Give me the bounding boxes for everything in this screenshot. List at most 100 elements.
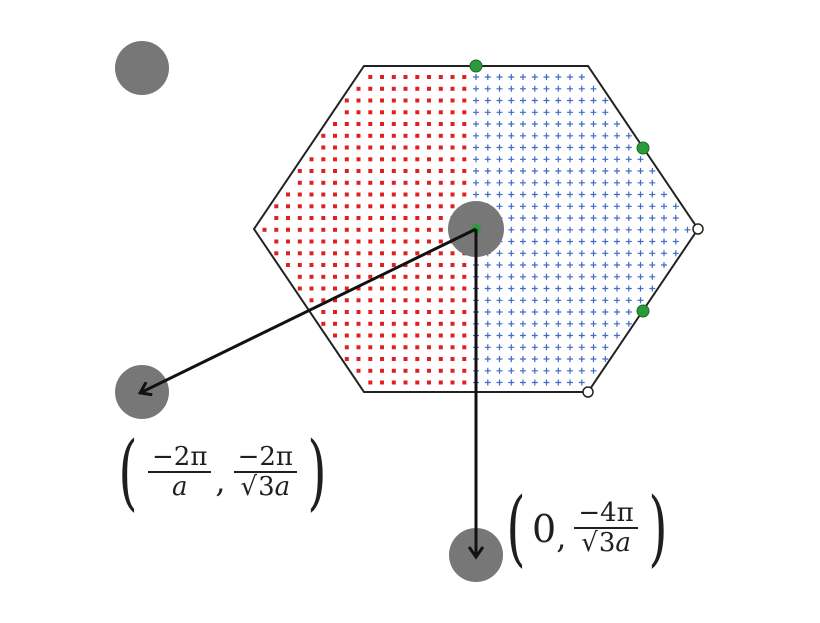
blue-plus-mark (484, 191, 491, 198)
red-dot (344, 204, 349, 209)
blue-plus-mark (473, 85, 479, 92)
blue-plus-mark (649, 203, 656, 210)
blue-plus-mark (614, 297, 620, 304)
red-dot (450, 86, 455, 91)
blue-plus-mark (543, 356, 550, 362)
blue-plus-mark (625, 238, 632, 245)
blue-plus-mark (578, 262, 585, 268)
red-dot (427, 333, 431, 338)
blue-plus-mark (496, 203, 503, 210)
blue-plus-mark (496, 121, 503, 127)
blue-plus-mark (484, 132, 491, 139)
blue-plus-mark (578, 85, 585, 92)
blue-plus-mark (649, 238, 656, 245)
bottom-y-numerator: −4π (574, 499, 638, 530)
blue-plus-mark (520, 297, 526, 304)
red-dot (391, 274, 396, 279)
red-dot (391, 239, 396, 244)
red-dot (321, 251, 326, 256)
open-point-right (692, 223, 704, 235)
blue-plus-mark (567, 262, 573, 268)
blue-plus-mark (590, 156, 597, 163)
blue-plus-mark (555, 85, 562, 92)
red-dot (309, 180, 314, 185)
red-dot (438, 169, 443, 173)
red-dot (309, 157, 314, 162)
left-vector-label: ( −2π a , −2π √3a ) (112, 432, 333, 514)
red-dot (403, 122, 408, 126)
red-dot (450, 286, 455, 291)
blue-plus-mark (508, 344, 515, 351)
red-dot (380, 251, 384, 256)
blue-plus-mark (531, 332, 538, 339)
blue-plus-mark (590, 332, 597, 339)
red-dot (333, 286, 337, 291)
blue-plus-mark (484, 344, 491, 351)
blue-plus-mark (484, 356, 491, 362)
red-dot (415, 251, 420, 256)
blue-plus-mark (602, 109, 609, 116)
blue-plus-mark (602, 226, 609, 233)
red-dot (438, 98, 443, 103)
left-open-paren: ( (118, 425, 138, 520)
blue-plus-mark (602, 238, 609, 245)
blue-plus-mark (496, 250, 503, 257)
red-dot (427, 274, 431, 279)
left-comma: , (215, 462, 226, 500)
red-dot (356, 310, 361, 314)
blue-plus-mark (508, 74, 515, 80)
red-dot (380, 204, 384, 209)
red-dot (321, 239, 326, 244)
blue-plus-mark (590, 226, 597, 233)
red-dot (356, 133, 361, 138)
blue-plus-mark (555, 297, 562, 304)
red-dot (368, 110, 373, 115)
red-dot (391, 192, 396, 197)
blue-plus-mark (531, 238, 538, 245)
blue-plus-mark (484, 297, 491, 304)
blue-plus-mark (567, 285, 573, 292)
blue-plus-mark (484, 121, 491, 127)
red-dot (438, 239, 443, 244)
blue-plus-mark (590, 132, 597, 139)
blue-plus-mark (661, 250, 667, 257)
blue-plus-mark (484, 320, 491, 327)
red-dot (356, 98, 361, 103)
red-dot (333, 251, 337, 256)
red-dot (403, 310, 408, 314)
red-dot (391, 251, 396, 256)
red-dot (450, 263, 455, 267)
red-dot (356, 239, 361, 244)
red-dot (450, 98, 455, 103)
red-dot (415, 310, 420, 314)
blue-plus-mark (496, 332, 503, 339)
blue-plus-mark (543, 74, 550, 80)
blue-plus-mark (555, 226, 562, 233)
red-dot (403, 357, 408, 361)
red-dot (380, 145, 384, 150)
blue-plus-mark (555, 379, 562, 386)
blue-plus-mark (531, 74, 538, 80)
blue-plus-mark (484, 168, 491, 174)
blue-plus-mark (473, 168, 479, 174)
red-dot (391, 75, 396, 79)
red-dot (380, 310, 384, 314)
red-dot (403, 216, 408, 220)
blue-plus-mark (578, 156, 585, 163)
red-dot (462, 133, 467, 138)
red-dot (427, 204, 431, 209)
blue-plus-mark (496, 74, 503, 80)
bottom-close-paren: ) (648, 481, 668, 576)
blue-plus-mark (543, 144, 550, 151)
red-dot (427, 380, 431, 385)
red-dot (403, 321, 408, 326)
blue-plus-mark (649, 191, 656, 198)
blue-plus-mark (649, 168, 656, 174)
red-dot (438, 157, 443, 162)
red-dot (297, 192, 302, 197)
red-dot (344, 310, 349, 314)
blue-plus-mark (496, 285, 503, 292)
red-dot (415, 216, 420, 220)
red-dot (333, 216, 337, 220)
red-dot (344, 333, 349, 338)
